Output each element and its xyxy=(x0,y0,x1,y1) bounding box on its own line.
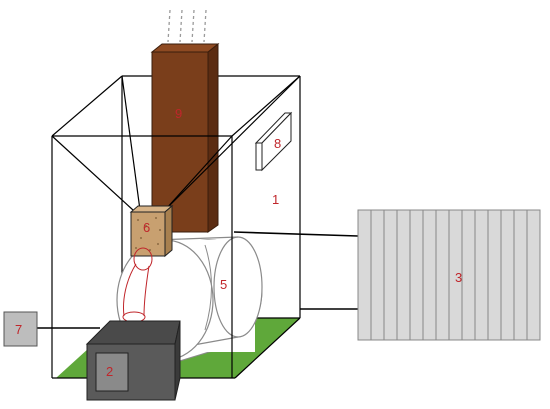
label-chimney: 9 xyxy=(175,106,182,121)
duct xyxy=(122,247,153,323)
label-filter: 6 xyxy=(143,220,150,235)
filter-block xyxy=(129,204,174,258)
label-room: 1 xyxy=(272,192,279,207)
room-front-frame xyxy=(51,75,301,379)
control-box xyxy=(85,320,181,401)
label-window: 8 xyxy=(274,136,281,151)
label-radiator: 3 xyxy=(455,270,462,285)
side-panel xyxy=(3,311,100,347)
label-panel: 7 xyxy=(15,322,22,337)
steam-lines xyxy=(167,9,207,43)
label-drum: 5 xyxy=(220,277,227,292)
label-box: 2 xyxy=(106,364,113,379)
window xyxy=(254,111,293,172)
chimney xyxy=(150,42,220,233)
radiator xyxy=(233,209,541,341)
